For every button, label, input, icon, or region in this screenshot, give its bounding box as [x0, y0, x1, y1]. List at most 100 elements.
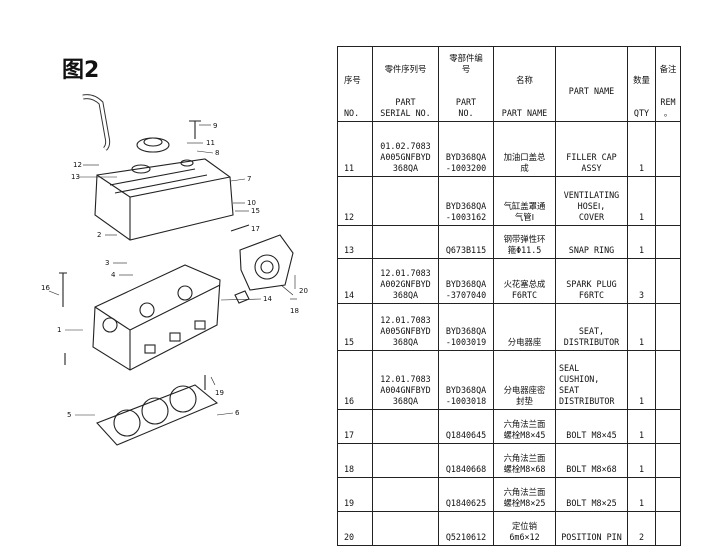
distributor-seat-drawing — [239, 234, 294, 291]
head-gasket-drawing — [96, 384, 219, 446]
cell-part-no: Q5210612 — [438, 511, 494, 546]
header-en: PART NAME — [501, 108, 548, 118]
header-cn: PART NAME — [568, 86, 615, 96]
cell-part-no: BYD368QA-1003200 — [438, 121, 494, 177]
callout-1: 1 — [57, 326, 61, 334]
header-en: NO. — [344, 108, 360, 118]
cell-part-no: BYD368QA-1003162 — [438, 176, 494, 226]
cell-no: 13 — [337, 225, 373, 259]
cell-name-cn: 六角法兰面螺栓M8×45 — [493, 409, 556, 444]
callout-5: 5 — [67, 411, 71, 419]
exploded-parts-diagram: 11 12 13 9 8 7 10 2 3 4 5 6 1 14 15 16 1… — [41, 94, 308, 446]
cell-part-no: BYD368QA-1003019 — [438, 303, 494, 351]
cell-serial — [372, 443, 439, 478]
cell-rem — [655, 303, 681, 351]
callout-7: 7 — [247, 175, 251, 183]
header-cn: 序号 — [344, 75, 361, 85]
cell-rem — [655, 225, 681, 259]
cell-serial — [372, 225, 439, 259]
cell-rem — [655, 511, 681, 546]
callout-8: 8 — [215, 149, 219, 157]
figure-title: 图2 — [62, 58, 100, 83]
callout-14: 14 — [263, 295, 272, 303]
cell-qty: 1 — [627, 121, 656, 177]
cell-name-cn: 六角法兰面螺栓M8×68 — [493, 443, 556, 478]
cell-serial — [372, 176, 439, 226]
callout-6: 6 — [235, 409, 240, 417]
cell-rem — [655, 477, 681, 512]
callout-10: 10 — [247, 199, 256, 207]
cell-rem — [655, 443, 681, 478]
cell-name-en: SEAT,DISTRIBUTOR — [555, 303, 628, 351]
cell-no: 15 — [337, 303, 373, 351]
cell-serial — [372, 409, 439, 444]
header-cn: 备注 — [659, 64, 677, 74]
cell-name-cn: 分电器座密封垫 — [493, 350, 556, 410]
cell-qty: 1 — [627, 225, 656, 259]
cell-no: 17 — [337, 409, 373, 444]
callout-11: 11 — [206, 139, 215, 147]
cell-name-en: BOLT M8×68 — [555, 443, 628, 478]
cell-part-no: Q1840645 — [438, 409, 494, 444]
cell-name-cn: 钢带弹性环箍Φ11.5 — [493, 225, 556, 259]
cell-name-en: POSITION PIN — [555, 511, 628, 546]
cell-name-cn: 加油口盖总成 — [493, 121, 556, 177]
cell-no: 18 — [337, 443, 373, 478]
callout-16: 16 — [41, 284, 50, 292]
callout-17: 17 — [251, 225, 260, 233]
callout-9: 9 — [213, 122, 217, 130]
cell-no: 14 — [337, 258, 373, 304]
cell-name-en: SNAP RING — [555, 225, 628, 259]
cell-rem — [655, 350, 681, 410]
header-cell-name-en: PART NAME — [555, 46, 628, 122]
cell-name-en: BOLT M8×25 — [555, 477, 628, 512]
header-cn: 零部件编号 — [449, 53, 483, 74]
cell-qty: 1 — [627, 443, 656, 478]
callout-12: 12 — [73, 161, 82, 169]
cell-no: 11 — [337, 121, 373, 177]
cell-qty: 1 — [627, 409, 656, 444]
cell-no: 12 — [337, 176, 373, 226]
cell-qty: 1 — [627, 303, 656, 351]
cell-no: 20 — [337, 511, 373, 546]
spark-plug-drawing — [234, 290, 250, 304]
cell-name-en: BOLT M8×45 — [555, 409, 628, 444]
cell-serial — [372, 511, 439, 546]
cylinder-head-drawing — [92, 264, 221, 371]
cell-qty: 1 — [627, 350, 656, 410]
cell-part-no: BYD368QA-1003018 — [438, 350, 494, 410]
cell-part-no: BYD368QA-3707040 — [438, 258, 494, 304]
cell-part-no: Q1840668 — [438, 443, 494, 478]
header-en: QTY — [633, 108, 650, 118]
cell-no: 16 — [337, 350, 373, 410]
callout-19: 19 — [215, 389, 224, 397]
cell-part-no: Q1840625 — [438, 477, 494, 512]
header-cn: 零件序列号 — [384, 64, 427, 74]
callout-13: 13 — [71, 173, 80, 181]
cell-qty: 1 — [627, 477, 656, 512]
header-cell-rem: 备注 REM。 — [655, 46, 681, 122]
cell-part-no: Q673B115 — [438, 225, 494, 259]
header-en: REM。 — [660, 97, 676, 118]
